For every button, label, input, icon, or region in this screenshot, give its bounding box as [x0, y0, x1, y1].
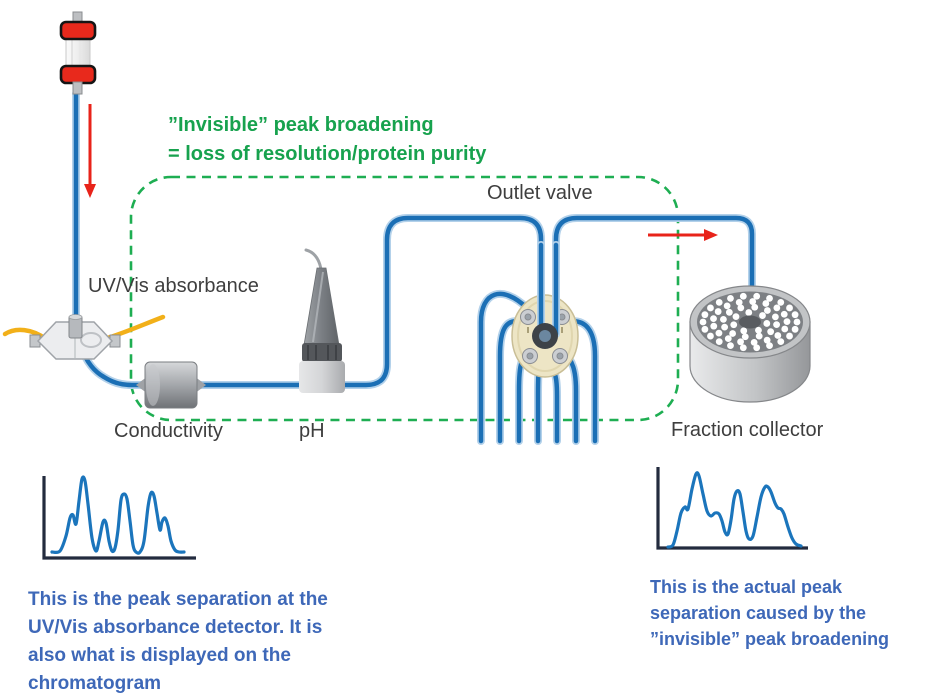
broadening-note: ”Invisible” peak broadening = loss of re… [168, 111, 486, 169]
label-fraction-collector: Fraction collector [671, 419, 824, 441]
label-ph: pH [299, 420, 325, 442]
flow-arrow-down [84, 104, 96, 198]
broadening-note-line1: ”Invisible” peak broadening [168, 114, 434, 136]
label-conductivity: Conductivity [114, 420, 223, 442]
chromatogram-right [656, 467, 808, 550]
valve-center-port [532, 323, 558, 349]
invisible-broadening-boundary [129, 175, 680, 422]
chromatogram-left [42, 475, 196, 560]
label-outlet-valve: Outlet valve [487, 182, 593, 204]
flow-arrow-right [648, 229, 718, 241]
caption-actual-separation: This is the actual peak separation cause… [650, 577, 890, 649]
caption-uv-separation: This is the peak separation at the UV/Vi… [28, 589, 328, 694]
fraction-collector-icon [689, 285, 811, 403]
uv-flow-cell-icon [2, 314, 166, 360]
label-uv-vis-absorbance: UV/Vis absorbance [88, 275, 259, 297]
ph-probe-icon [299, 248, 345, 393]
ph-cable [304, 248, 323, 271]
broadening-note-line2: = loss of resolution/protein purity [168, 143, 487, 165]
column-icon [59, 11, 97, 95]
conductivity-monitor-icon [136, 361, 206, 409]
